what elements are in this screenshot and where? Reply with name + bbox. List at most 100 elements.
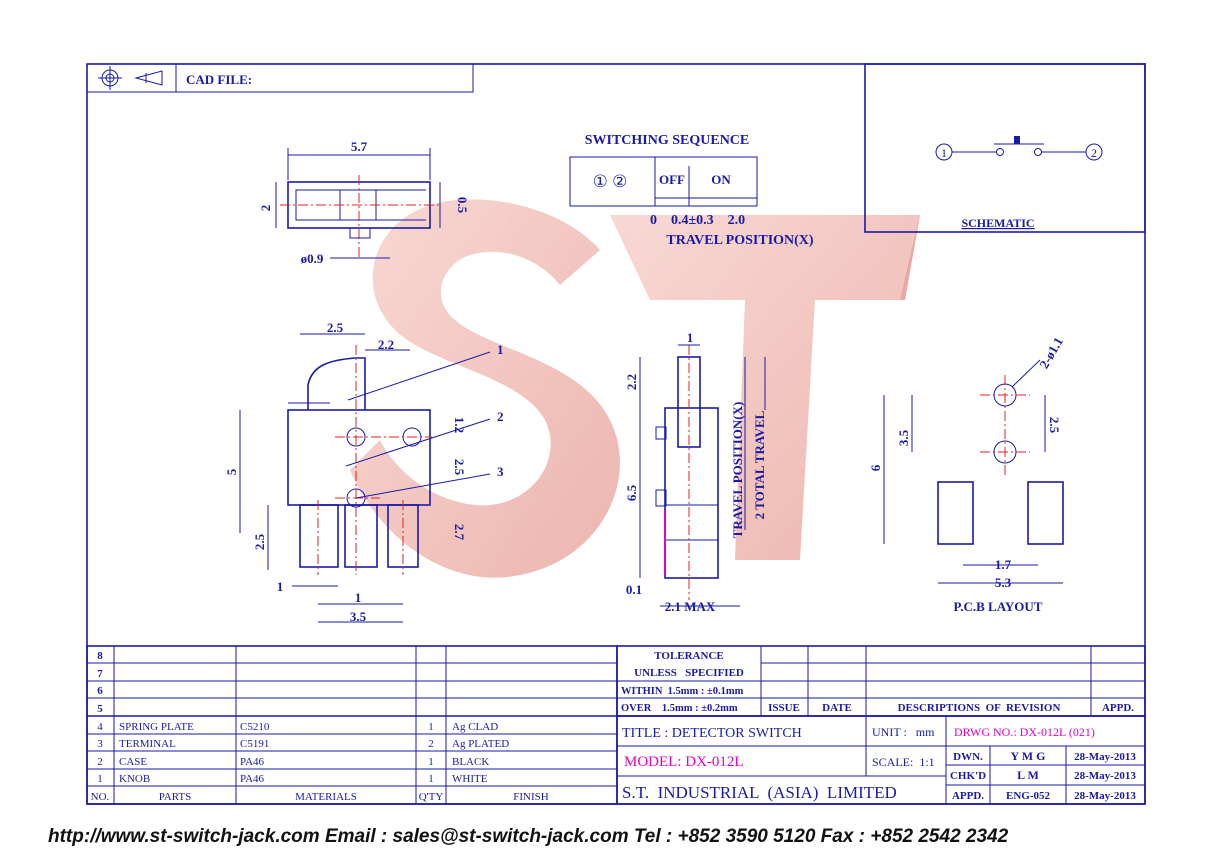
tolerance-unless: UNLESS SPECIFIED: [634, 667, 744, 679]
appd-value: ENG-052: [1006, 790, 1051, 802]
side-d21: 2.1 MAX: [665, 599, 716, 614]
top-width-dim: 5.7: [351, 139, 368, 154]
switching-sequence: SWITCHING SEQUENCE ① ② OFF ON 0 0.4±0.3 …: [569, 133, 814, 248]
dwn-label: DWN.: [953, 751, 983, 763]
table-cell: C5191: [240, 738, 269, 750]
table-cell: 1: [97, 773, 103, 785]
front-d5: 5: [224, 468, 239, 475]
row-no-7: 7: [97, 668, 103, 680]
rev-date: DATE: [822, 702, 852, 714]
switching-terminals: ① ②: [593, 172, 628, 191]
cad-file-label: CAD FILE:: [186, 72, 252, 87]
side-travel-position: TRAVEL POSITION(X): [730, 402, 745, 539]
pcb-layout: 2-ø1.1 3.5 2.5 6 1.7 5.3 P.C.B LAYOUT: [868, 334, 1066, 614]
table-cell: 2: [428, 738, 434, 750]
front-d1b: 1: [355, 590, 362, 605]
top-height-dim: 2: [258, 205, 273, 212]
company-name: S.T. INDUSTRIAL (ASIA) LIMITED: [622, 783, 897, 802]
table-cell: 1: [428, 756, 434, 768]
dwn-date: 28-May-2013: [1074, 751, 1136, 763]
chkd-date: 28-May-2013: [1074, 770, 1136, 782]
table-cell: 2: [97, 756, 103, 768]
drwg-no: DRWG NO.: DX-012L (021): [954, 725, 1095, 739]
side-d01: 0.1: [626, 582, 642, 597]
pcb-label: P.C.B LAYOUT: [954, 599, 1043, 614]
pcb-d53: 5.3: [995, 575, 1012, 590]
table-cell: PA46: [240, 756, 265, 768]
front-d27: 2.7: [452, 524, 467, 541]
rev-issue: ISSUE: [768, 702, 800, 714]
side-total-travel: 2 TOTAL TRAVEL: [752, 410, 767, 519]
header-finish: FINISH: [513, 791, 549, 803]
front-d25: 2.5: [327, 320, 344, 335]
table-cell: PA46: [240, 773, 265, 785]
tolerance-within: WITHIN 1.5mm : ±0.1mm: [621, 686, 744, 697]
front-d12: 1.2: [452, 417, 467, 433]
side-d65: 6.5: [624, 484, 639, 501]
title-block: TITLE : DETECTOR SWITCH UNIT : mm DRWG N…: [616, 715, 1146, 805]
tolerance-title: TOLERANCE: [654, 650, 723, 662]
switching-title: SWITCHING SEQUENCE: [585, 133, 750, 148]
chkd-value: L M: [1017, 768, 1039, 782]
table-cell: Ag PLATED: [452, 738, 509, 750]
side-d1: 1: [687, 330, 694, 345]
table-cell: 4: [97, 721, 103, 733]
header-qty: Q'TY: [419, 791, 444, 803]
contact-footer: http://www.st-switch-jack.com Email : sa…: [48, 826, 1009, 847]
pcb-d6: 6: [868, 464, 883, 471]
row-no-6: 6: [97, 685, 103, 697]
rev-appd: APPD.: [1102, 702, 1134, 714]
table-cell: TERMINAL: [119, 738, 176, 750]
switching-off: OFF: [659, 172, 685, 187]
pcb-d25: 2.5: [1047, 417, 1062, 434]
table-cell: BLACK: [452, 756, 489, 768]
schematic-box: 1 2 SCHEMATIC: [864, 63, 1146, 233]
header-parts: PARTS: [159, 791, 192, 803]
table-cell: C5210: [240, 721, 270, 733]
table-cell: 3: [97, 738, 103, 750]
side-d22: 2.2: [624, 374, 639, 390]
cad-file-box: CAD FILE:: [86, 63, 474, 93]
schematic-label: SCHEMATIC: [961, 216, 1034, 230]
row-no-8: 8: [97, 650, 103, 662]
rev-descriptions: DESCRIPTIONS OF REVISION: [898, 702, 1061, 714]
switching-on: ON: [711, 172, 731, 187]
callout-1: 1: [497, 342, 504, 357]
callout-3: 3: [497, 464, 504, 479]
appd-date: 28-May-2013: [1074, 790, 1136, 802]
front-d22: 2.2: [378, 337, 394, 352]
travel-ticks: 0 0.4±0.3 2.0: [650, 213, 745, 228]
table-cell: Ag CLAD: [452, 721, 498, 733]
table-cell: SPRING PLATE: [119, 721, 194, 733]
tolerance-revision: TOLERANCE UNLESS SPECIFIED WITHIN 1.5mm …: [616, 645, 1146, 717]
top-view: 5.7 2 0.5 ø0.9: [258, 139, 470, 266]
header-materials: MATERIALS: [295, 791, 357, 803]
top-offset-dim: 0.5: [455, 197, 470, 214]
pcb-d17: 1.7: [995, 557, 1012, 572]
parts-table: 8 7 6 5 4 SPRING PLATE C5210 1 Ag CLAD 3…: [86, 645, 618, 805]
front-d1: 1: [277, 579, 284, 594]
chkd-label: CHK'D: [950, 770, 986, 782]
callout-2: 2: [497, 409, 504, 424]
tolerance-over: OVER 1.5mm : ±0.2mm: [621, 703, 738, 714]
dwn-value: Y M G: [1011, 749, 1046, 763]
table-cell: CASE: [119, 756, 147, 768]
front-d25c: 2.5: [252, 533, 267, 550]
scale-text: SCALE: 1:1: [872, 755, 935, 769]
header-no: NO.: [91, 791, 110, 803]
unit-text: UNIT : mm: [872, 725, 935, 739]
appd-label: APPD.: [952, 790, 984, 802]
model-text: MODEL: DX-012L: [624, 754, 744, 770]
row-no-5: 5: [97, 703, 103, 715]
travel-axis-label: TRAVEL POSITION(X): [666, 233, 814, 248]
side-view: 1 2.2 6.5 0.1 2.1 MAX TRAVEL POSITION(X)…: [624, 330, 767, 614]
front-d35: 3.5: [350, 609, 367, 624]
table-cell: WHITE: [452, 773, 488, 785]
pcb-hole-dim: 2-ø1.1: [1036, 334, 1066, 371]
front-d25b: 2.5: [452, 459, 467, 476]
pcb-d35: 3.5: [896, 429, 911, 446]
table-cell: 1: [428, 721, 434, 733]
table-cell: 1: [428, 773, 434, 785]
title-text: TITLE : DETECTOR SWITCH: [622, 726, 802, 741]
